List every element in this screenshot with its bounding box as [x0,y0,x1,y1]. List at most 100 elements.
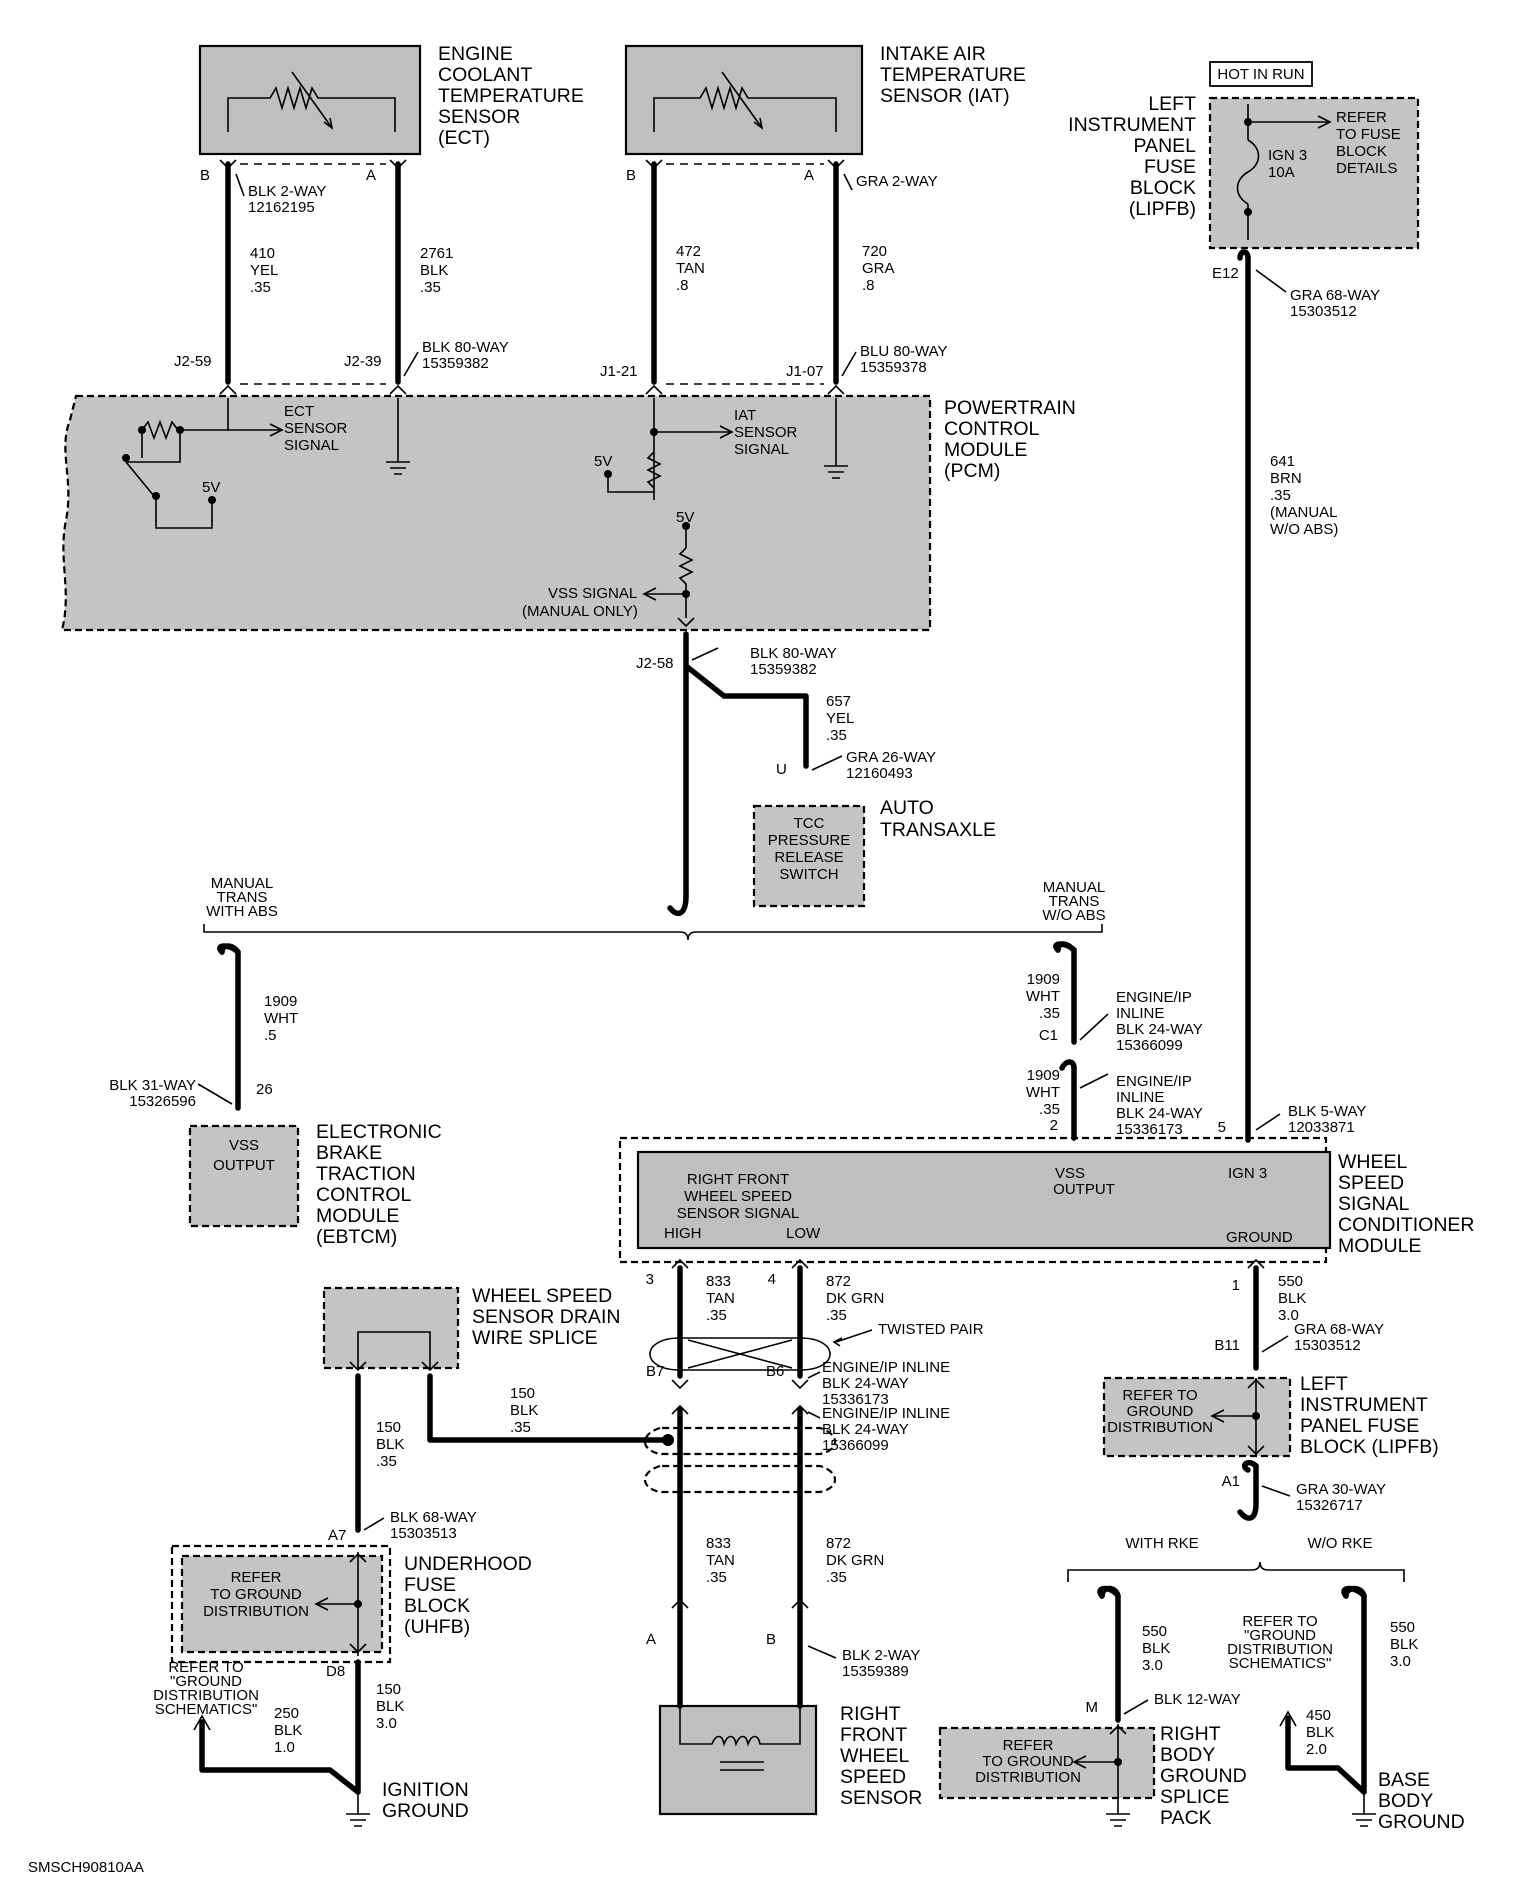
wire-250-color: BLK [274,1722,302,1739]
ect-title-4: SENSOR [438,106,520,128]
wsscm-low: LOW [786,1225,821,1242]
branch-noabs-1: MANUAL [1043,879,1106,896]
lipfb-top-refer-4: DETAILS [1336,160,1397,177]
wire-550-base[interactable] [1343,1585,1367,1795]
wire-1909a-num: 1909 [264,993,297,1010]
refer-ign-2: "GROUND [170,1673,242,1690]
pin-b7: B7 [646,1363,664,1380]
pin-ect-b: B [200,167,210,184]
wire-1909a-color: WHT [264,1010,298,1027]
lipfb-bottom-title-3: PANEL FUSE [1300,1415,1419,1437]
lipfb-top-fuse-block[interactable] [1208,96,1420,250]
uhfb-box-1: REFER [231,1569,282,1586]
wire-550-rbgsp-curl [1097,1585,1121,1599]
ect-title-1: ENGINE [438,43,513,65]
ect-title-5: (ECT) [438,127,490,149]
ebtcm-vss-output[interactable] [188,1124,300,1228]
rf-sensor-title-5: SENSOR [840,1787,922,1809]
conn-inline-c1-2: INLINE [1116,1005,1164,1022]
wire-450-size: 2.0 [1306,1741,1327,1758]
lipfb-bottom-box-3: DISTRIBUTION [1107,1419,1213,1436]
branch-wo-rke: W/O RKE [1307,1535,1372,1552]
wire-657-size: .35 [826,727,847,744]
rbgsp-block[interactable] [938,1724,1156,1827]
conn-inline-2-2: INLINE [1116,1089,1164,1106]
ebtcm-title-6: (EBTCM) [316,1226,397,1248]
wire-1909-ebtcm[interactable] [219,943,241,1111]
rf-sensor-title-4: SPEED [840,1766,906,1788]
pcm-module[interactable] [60,394,932,632]
tcc-pressure-release-switch[interactable] [752,804,866,908]
wire-410-num: 410 [250,245,275,262]
conn-uhfb-2: 15303513 [390,1525,457,1542]
pin-j1-07: J1-07 [786,363,824,380]
ignition-ground-icon [346,1792,370,1827]
pin-5: 5 [1218,1119,1226,1136]
wire-657[interactable] [683,663,809,769]
wire-2761-num: 2761 [420,245,453,262]
ect-sensor[interactable] [198,44,422,156]
iat-title-3: SENSOR (IAT) [880,85,1010,107]
wire-450-color: BLK [1306,1724,1334,1741]
transaxle-title-2: TRANSAXLE [880,819,996,841]
wire-150-drain[interactable] [427,1373,671,1443]
iat-sensor[interactable] [624,44,864,156]
wire-150b-size: .35 [510,1419,531,1436]
pin-iat-b: B [626,167,636,184]
uhfb-title-2: FUSE [404,1574,456,1596]
iat-title-1: INTAKE AIR [880,43,986,65]
branch-abs-3: WITH ABS [206,903,278,920]
wire-550c-color: BLK [1390,1636,1418,1653]
wire-833a-num: 833 [706,1273,731,1290]
wire-641-curl [1237,249,1251,261]
ebtcm-title-3: TRACTION [316,1163,416,1185]
wire-872a-num: 872 [826,1273,851,1290]
wire-410-size: .35 [250,279,271,296]
uhfb-box-3: DISTRIBUTION [203,1603,309,1620]
base-ground-title-3: GROUND [1378,1811,1465,1833]
ign-ground-title-2: GROUND [382,1800,469,1822]
base-ground-title-2: BODY [1378,1790,1433,1812]
wire-641-color: BRN [1270,470,1302,487]
iat-title-2: TEMPERATURE [880,64,1026,86]
conn-ebtcm-2: 15326596 [129,1093,196,1110]
lipfb-bottom-block[interactable] [1102,1376,1292,1458]
wire-550-rbgsp[interactable] [1099,1585,1121,1723]
pin-b11: B11 [1214,1337,1240,1354]
conn-trans-1: GRA 26-WAY [846,749,936,766]
rke-brace [1067,1561,1405,1582]
conn-uhfb-1: BLK 68-WAY [390,1509,477,1526]
wsscm-ign: IGN 3 [1228,1165,1267,1182]
pin-2: 2 [1050,1117,1058,1134]
conn-sensor-1: BLK 2-WAY [842,1647,920,1664]
wire-150c-color: BLK [376,1698,404,1715]
drain-title-3: WIRE SPLICE [472,1327,598,1349]
conn-inline-b2-1: ENGINE/IP INLINE [822,1405,950,1422]
tcc-line-3: RELEASE [774,849,843,866]
refer-base-3: DISTRIBUTION [1227,1641,1333,1658]
drain-wire-splice[interactable] [322,1286,460,1372]
ebtcm-title-5: MODULE [316,1205,399,1227]
wire-150b-color: BLK [510,1402,538,1419]
hot-in-run-label: HOT IN RUN [1217,66,1304,83]
wire-720-num: 720 [862,243,887,260]
wire-j2-58-curl [667,893,689,917]
wire-250-size: 1.0 [274,1739,295,1756]
wire-a1[interactable] [1237,1463,1259,1521]
rf-wheel-speed-sensor[interactable] [658,1704,818,1816]
conn-lipfb-b11-1: GRA 68-WAY [1294,1321,1384,1338]
wire-450[interactable] [1285,1715,1367,1795]
shield-1 [643,1426,837,1456]
rbgsp-title-4: SPLICE [1160,1786,1229,1808]
wire-1909-noabs-upper[interactable] [1055,941,1077,1045]
wire-250[interactable] [199,1719,361,1795]
conn-pcm-blk-1: BLK 80-WAY [422,339,509,356]
conn-inline-c1-4: 15366099 [1116,1037,1183,1054]
wsscm-module[interactable] [636,1150,1332,1250]
tcc-line-2: PRESSURE [768,832,851,849]
uhfb-block[interactable] [180,1552,384,1656]
uhfb-title-3: BLOCK [404,1595,470,1617]
pin-u: U [776,761,787,778]
refer-base-2: "GROUND [1244,1627,1316,1644]
conn-lipfb-b11-2: 15303512 [1294,1337,1361,1354]
